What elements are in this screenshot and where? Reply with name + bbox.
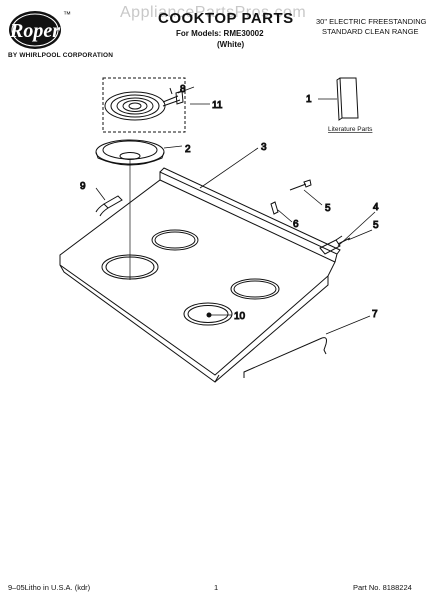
footer-litho: 9–05Litho in U.S.A. (kdr): [8, 583, 91, 592]
callout-10: 10: [234, 311, 246, 322]
literature-booklet: [336, 77, 359, 121]
support-rod: [243, 337, 327, 378]
watermark: AppliancePartsPros.com: [120, 4, 307, 21]
leader-lines: [95, 86, 376, 335]
page-title: COOKTOP PARTS: [158, 10, 294, 27]
trademark-symbol: ™: [63, 10, 71, 19]
logo-brand-text: Roper: [9, 20, 60, 42]
footer-page-number: 1: [214, 583, 219, 592]
coil-element: [104, 87, 184, 121]
footer-part-number: Part No. 8188224: [353, 583, 412, 592]
callout-5-lower: 5: [373, 220, 379, 231]
callout-7: 7: [372, 309, 378, 320]
range-description-line1: 30" ELECTRIC FREESTANDING: [316, 17, 427, 26]
callout-1: 1: [306, 94, 312, 105]
callout-5-upper: 5: [325, 203, 331, 214]
color-label: (White): [217, 40, 245, 49]
roper-logo: Roper: [9, 11, 61, 49]
callout-4: 4: [373, 202, 379, 213]
screw-and-clip: [270, 179, 312, 215]
callout-6: 6: [293, 219, 299, 230]
element-kit-box: [102, 77, 186, 133]
range-description-line2: STANDARD CLEAN RANGE: [322, 27, 419, 36]
cooktop: [59, 160, 341, 383]
model-number: For Models: RME30002: [176, 29, 264, 38]
callout-3: 3: [261, 142, 267, 153]
callout-11: 11: [212, 100, 223, 111]
callout-2: 2: [185, 144, 191, 155]
callout-9: 9: [80, 181, 86, 192]
receptacle: [95, 195, 123, 217]
literature-parts-label: Literature Parts: [328, 126, 373, 133]
callout-8: 8: [180, 84, 186, 95]
brand-subtitle: BY WHIRLPOOL CORPORATION: [8, 52, 114, 59]
